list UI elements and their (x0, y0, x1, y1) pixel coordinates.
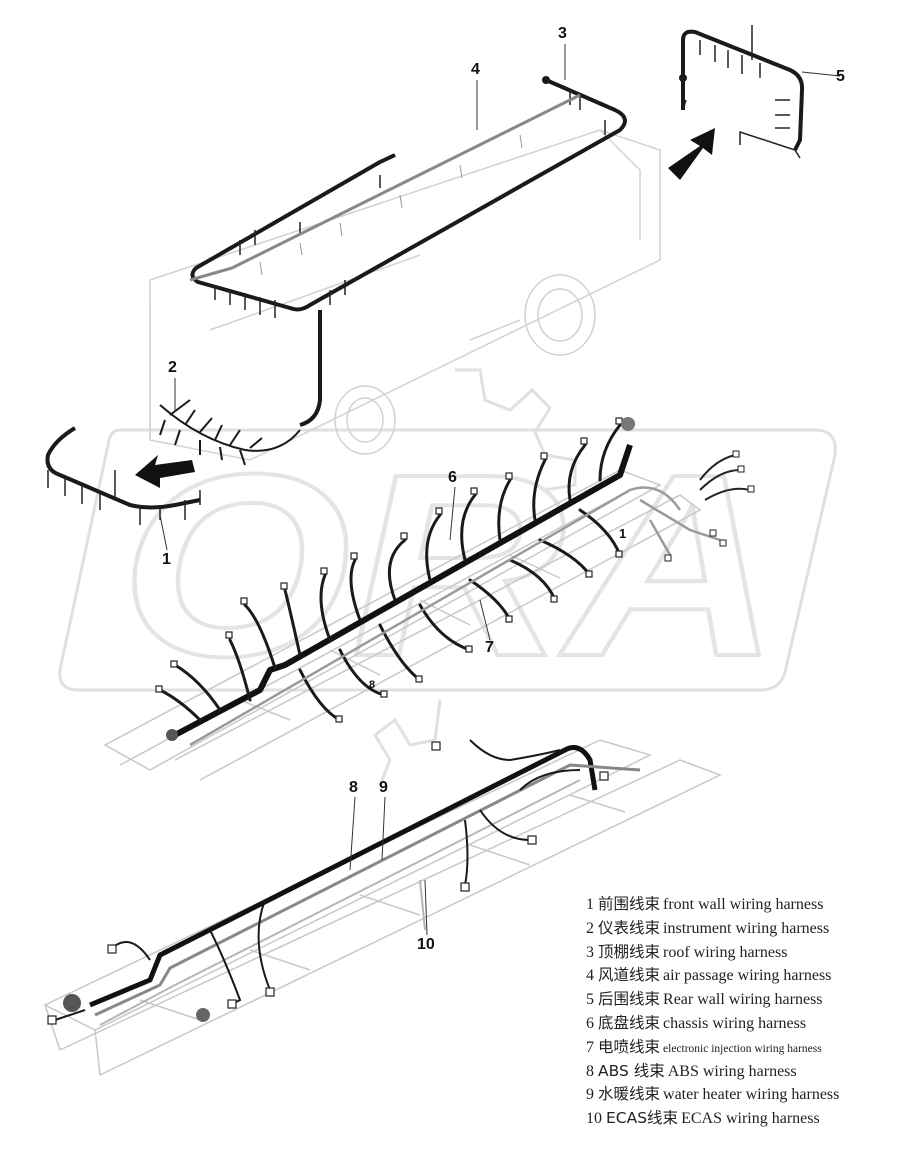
arrow-front-icon (135, 455, 195, 488)
abs-harness (89, 745, 598, 1008)
arrow-rear-icon (668, 128, 715, 180)
callout-2: 2 (168, 359, 177, 376)
water-heater-harness (94, 763, 641, 1017)
roof-harness-branches (214, 90, 606, 318)
lower-branches (54, 739, 581, 1021)
leader-lines (159, 44, 841, 936)
ecas-harness (99, 779, 581, 1026)
callout-9: 9 (379, 779, 388, 796)
chassis-end-cluster (699, 454, 751, 501)
chassis-harness (173, 444, 633, 738)
callout-7: 7 (485, 639, 494, 656)
bus-body-outline (149, 129, 661, 461)
callout-8-small: 8 (369, 679, 376, 691)
callout-3: 3 (558, 25, 567, 42)
watermark-logo: ORA (58, 368, 837, 786)
air-passage-harness (189, 93, 581, 282)
rear-wall-harness (681, 29, 805, 151)
callout-1: 1 (162, 551, 171, 568)
roof-harness (190, 78, 627, 427)
electronic-injection-harness (189, 486, 721, 747)
callout-5: 5 (836, 68, 845, 85)
front-wall-harness (45, 426, 201, 510)
callout-4: 4 (471, 61, 480, 78)
watermark-text: ORA (120, 421, 780, 711)
instrument-harness (159, 399, 301, 466)
callout-1-small: 1 (619, 526, 627, 541)
callout-10: 10 (417, 936, 435, 953)
callout-6: 6 (448, 469, 457, 486)
callout-8: 8 (349, 779, 358, 796)
